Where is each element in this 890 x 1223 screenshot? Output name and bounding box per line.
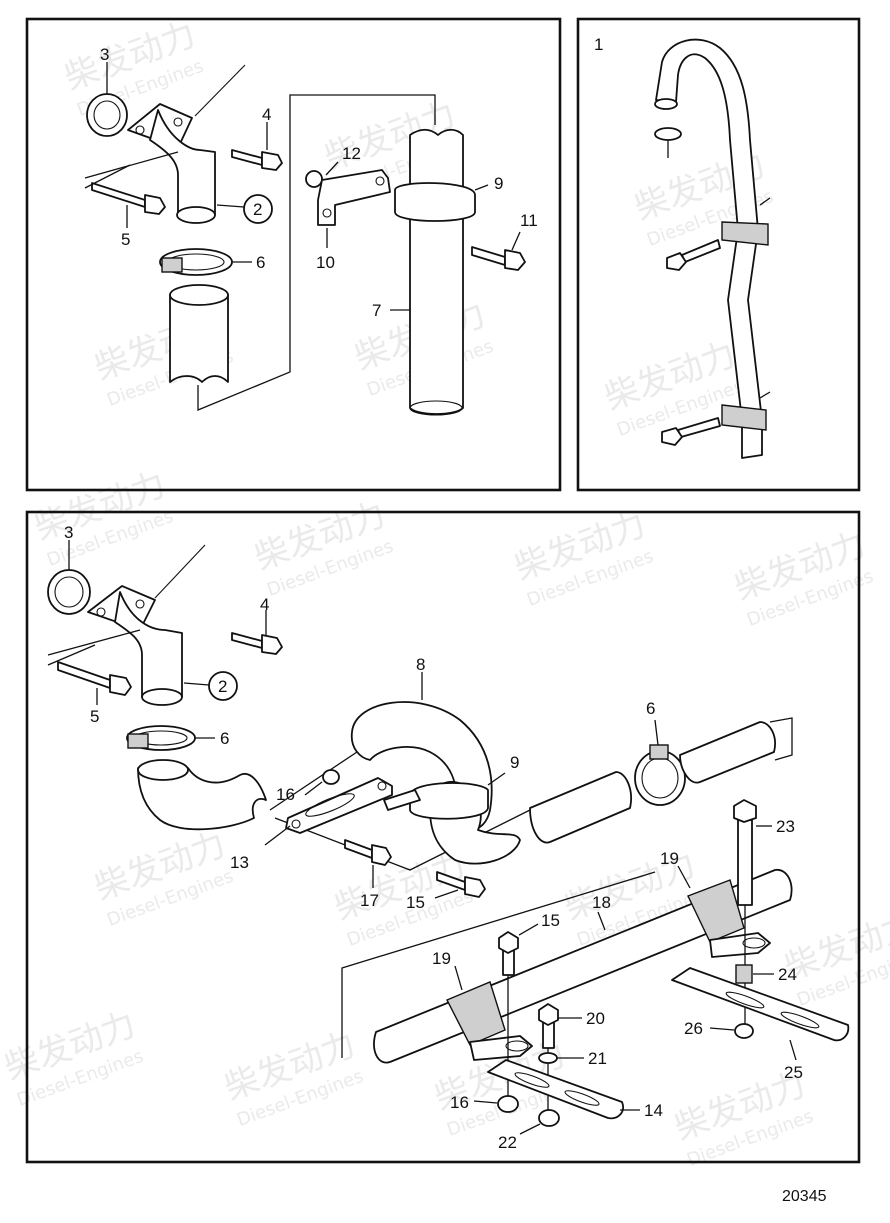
pipe-clamp-part (446, 981, 506, 1046)
callout-label: 16 (276, 785, 295, 804)
spacer-part (735, 964, 753, 984)
callout-label: 9 (494, 174, 503, 193)
callout-label: 3 (64, 523, 73, 542)
strap-part (487, 1059, 624, 1120)
callout-label: 15 (406, 893, 425, 912)
panel-top-left: 3 4 5 2 6 12 9 10 11 7 (25, 17, 562, 492)
bolt-part (737, 819, 753, 906)
callout-label: 4 (260, 595, 269, 614)
callout-label: 4 (262, 105, 271, 124)
nut-part (497, 1095, 519, 1113)
bolt-head (733, 799, 757, 823)
panel-frame (25, 17, 562, 492)
callout-label: 10 (316, 253, 335, 272)
bolt-head (504, 249, 526, 271)
callout-label: 22 (498, 1133, 517, 1152)
panel-top-right: 1 (576, 17, 861, 492)
callout-label: 1 (594, 35, 603, 54)
bolt-head (661, 427, 683, 446)
callout-label: 2 (253, 200, 262, 219)
callout-label: 6 (256, 253, 265, 272)
o-ring-part (86, 93, 128, 137)
callout-label: 16 (450, 1093, 469, 1112)
panel-frame (25, 510, 861, 1164)
hose-part (529, 771, 632, 844)
callout-label: 2 (218, 677, 227, 696)
pipe-clamp-part (409, 782, 489, 820)
callout-label: 13 (230, 853, 249, 872)
pipe-clamp-part (721, 404, 767, 431)
callout-label: 9 (510, 753, 519, 772)
bolt-head (464, 876, 486, 898)
bracket-part (317, 169, 391, 226)
bent-hose-part (137, 767, 267, 831)
callout-label: 8 (416, 655, 425, 674)
callout-label: 14 (644, 1101, 663, 1120)
callout-label: 18 (592, 893, 611, 912)
strap-part (671, 967, 850, 1042)
washer-part (305, 170, 323, 188)
callout-label: 20 (586, 1009, 605, 1028)
pipe-part (409, 128, 464, 415)
bolt-head (538, 1003, 559, 1026)
nut-part (538, 1109, 560, 1127)
callout-circle (208, 671, 238, 701)
callout-circle (243, 194, 273, 224)
callout-label: 21 (588, 1049, 607, 1068)
hooked-pipe-part (655, 38, 763, 459)
hose-part (679, 721, 776, 784)
callout-label: 24 (778, 965, 797, 984)
pipe-clamp-part (687, 879, 745, 943)
callout-label: 19 (660, 849, 679, 868)
bolt-head (109, 674, 132, 696)
pipe-clamp-part (394, 182, 476, 222)
hose-part (169, 294, 229, 383)
bolt-head (261, 634, 283, 655)
nut-part (734, 1023, 754, 1039)
callout-label: 5 (90, 707, 99, 726)
panel-bottom: 3 4 5 2 6 8 6 9 16 13 17 15 23 19 18 15 … (25, 510, 861, 1164)
callout-label: 12 (342, 144, 361, 163)
nut-part (322, 769, 340, 785)
bolt-head (144, 194, 166, 215)
washer-part (654, 127, 682, 141)
callout-label: 19 (432, 949, 451, 968)
bracket-part (285, 777, 393, 834)
washer-part (538, 1052, 558, 1064)
document-number: 20345 (782, 1188, 827, 1205)
callout-label: 6 (220, 729, 229, 748)
callout-label: 15 (541, 911, 560, 930)
panel-frame (576, 17, 861, 492)
callout-label: 26 (684, 1019, 703, 1038)
callout-label: 25 (784, 1063, 803, 1082)
callout-label: 3 (100, 45, 109, 64)
callout-label: 7 (372, 301, 381, 320)
callout-label: 23 (776, 817, 795, 836)
bolt-head (371, 844, 392, 866)
bolt-head (498, 931, 519, 954)
pipe-clamp-part (721, 221, 769, 246)
callout-label: 6 (646, 699, 655, 718)
callout-label: 11 (520, 211, 538, 230)
bolt-head (261, 151, 283, 171)
callout-label: 5 (121, 230, 130, 249)
bolt-head (666, 252, 687, 271)
callout-label: 17 (360, 891, 379, 910)
